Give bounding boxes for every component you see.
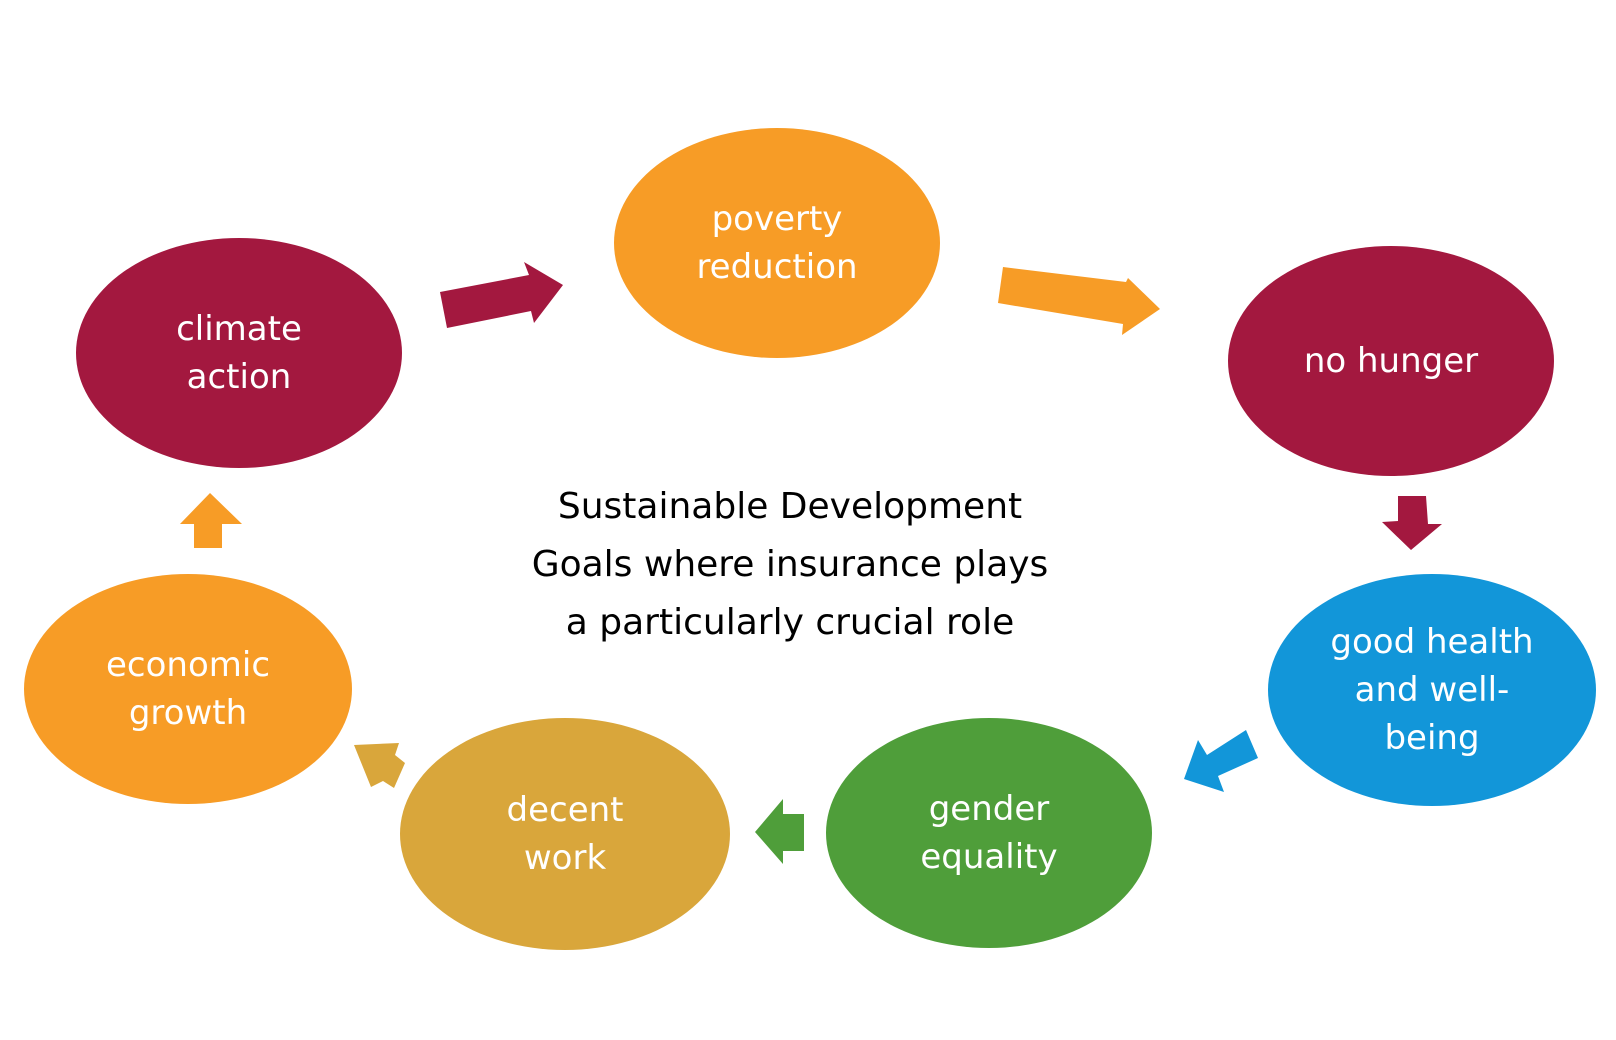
arrow-gender-to-work: [755, 799, 804, 864]
centre-caption: Sustainable Development Goals where insu…: [531, 486, 1049, 643]
arrow-climate-to-poverty: [440, 262, 563, 328]
arrow-hunger-to-health: [1382, 496, 1442, 550]
goal-good-health: good health and well- being: [1268, 574, 1596, 806]
goal-decent-work: decent work: [400, 718, 730, 950]
goal-label: good health and well- being: [1330, 622, 1534, 758]
goal-label: no hunger: [1303, 341, 1479, 381]
goal-label: decent work: [506, 790, 624, 878]
goal-gender-equality: gender equality: [826, 718, 1152, 948]
arrow-economic-to-climate: [180, 493, 242, 548]
arrow-poverty-to-hunger: [998, 267, 1160, 335]
arrow-work-to-economic: [354, 743, 405, 788]
goal-climate-action: climate action: [76, 238, 402, 468]
goal-label: climate action: [176, 309, 302, 397]
goal-label: gender equality: [920, 789, 1058, 877]
arrow-health-to-gender: [1184, 730, 1258, 792]
goal-label: poverty reduction: [696, 199, 858, 287]
goal-no-hunger: no hunger: [1228, 246, 1554, 476]
goal-economic-growth: economic growth: [24, 574, 352, 804]
goal-poverty-reduction: poverty reduction: [614, 128, 940, 358]
goal-label: economic growth: [105, 645, 271, 733]
